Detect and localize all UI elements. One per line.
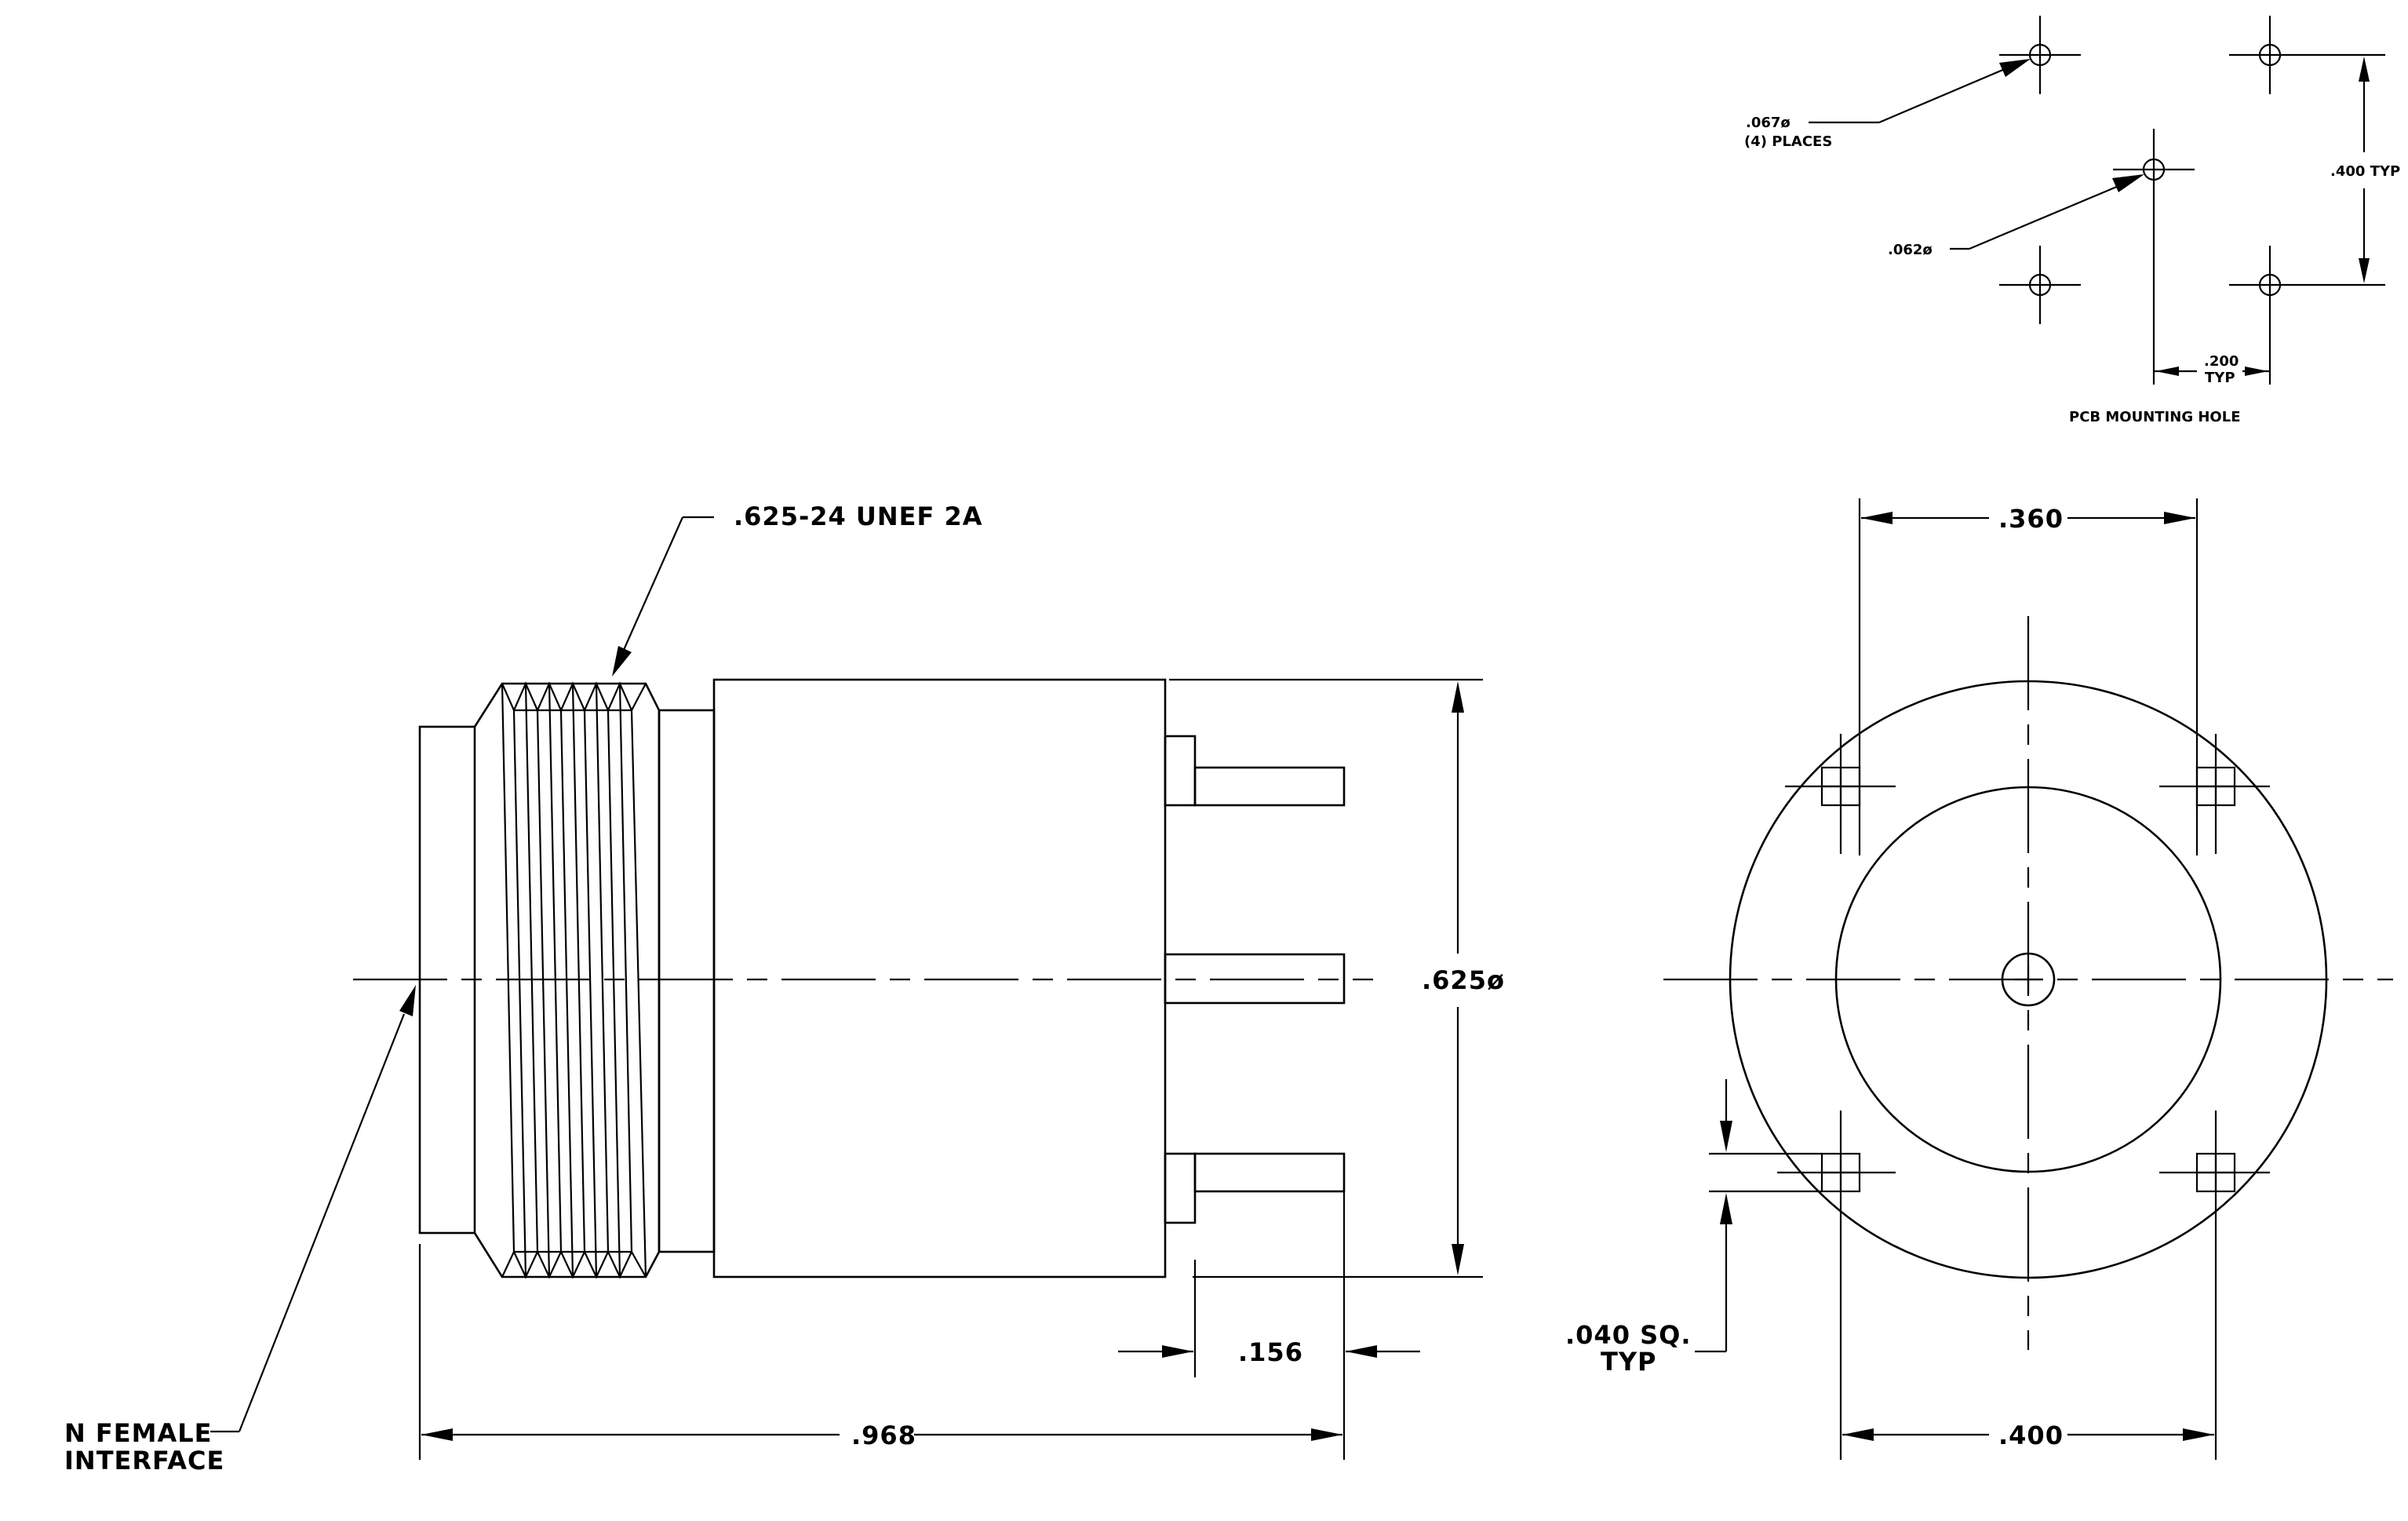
pin-square-top-right xyxy=(2159,734,2270,854)
dim-400-end xyxy=(1839,1224,2217,1460)
connector-end-view: .360 .400 .040 SQ. TYP xyxy=(1565,498,2393,1460)
label-hole-062: .062ø xyxy=(1888,242,1933,258)
dim-400-typ-pcb xyxy=(2311,53,2385,286)
pin-top xyxy=(1164,735,1346,807)
dim-968 xyxy=(418,1244,1342,1460)
pcb-mounting-hole-view: .067ø (4) PLACES .062ø .400 TYP xyxy=(1744,16,2400,425)
dim-360 xyxy=(1858,498,2199,855)
dim-200-typ-pcb xyxy=(2152,210,2271,385)
label-interface-line2: INTERFACE xyxy=(64,1446,224,1475)
pin-center xyxy=(1164,953,1346,1005)
label-dim-200-typ-pcb: TYP xyxy=(2205,370,2235,386)
leader-thread xyxy=(612,516,714,677)
front-ring xyxy=(418,725,476,1235)
label-len-156: .156 xyxy=(1238,1337,1303,1367)
connector-side-view: .625-24 UNEF 2A .625ø .156 xyxy=(64,502,1505,1475)
threaded-section xyxy=(473,681,661,1279)
main-body xyxy=(712,678,1167,1278)
pcb-hole-center xyxy=(2113,129,2195,210)
label-thread-spec: .625-24 UNEF 2A xyxy=(734,502,983,531)
label-dim-200-pcb: .200 xyxy=(2204,353,2239,370)
pcb-hole-top-left xyxy=(1999,16,2081,94)
label-dim-360: .360 xyxy=(1998,504,2064,534)
leader-interface xyxy=(210,985,416,1433)
pin-square-bottom-left xyxy=(1777,1111,1896,1224)
pin-square-bottom-right xyxy=(2159,1111,2270,1224)
label-hole-067: .067ø xyxy=(1746,115,1791,131)
label-sq-040: .040 SQ. xyxy=(1565,1320,1692,1350)
pcb-hole-bottom-left xyxy=(1999,246,2081,324)
pcb-hole-bottom-right xyxy=(2229,246,2311,324)
label-dia-625: .625ø xyxy=(1422,965,1505,995)
label-len-968: .968 xyxy=(851,1421,916,1450)
pin-bottom xyxy=(1164,1152,1346,1224)
dim-156 xyxy=(1118,1191,1420,1460)
pcb-hole-top-right xyxy=(2229,16,2311,94)
label-sq-typ: TYP xyxy=(1601,1347,1656,1377)
title-pcb-mounting-hole: PCB MOUNTING HOLE xyxy=(2069,409,2241,425)
label-interface-line1: N FEMALE xyxy=(64,1418,213,1448)
leader-hole-062 xyxy=(1950,174,2144,250)
leader-hole-067 xyxy=(1809,59,2031,124)
neck xyxy=(658,709,716,1253)
pin-square-top-left xyxy=(1785,734,1896,854)
dim-040-square xyxy=(1695,1079,1822,1353)
label-four-places: (4) PLACES xyxy=(1744,133,1832,150)
dim-625-diameter xyxy=(1169,678,1483,1278)
label-dim-400-end: .400 xyxy=(1998,1421,2064,1450)
label-dim-400-typ-pcb: .400 TYP xyxy=(2330,163,2400,180)
